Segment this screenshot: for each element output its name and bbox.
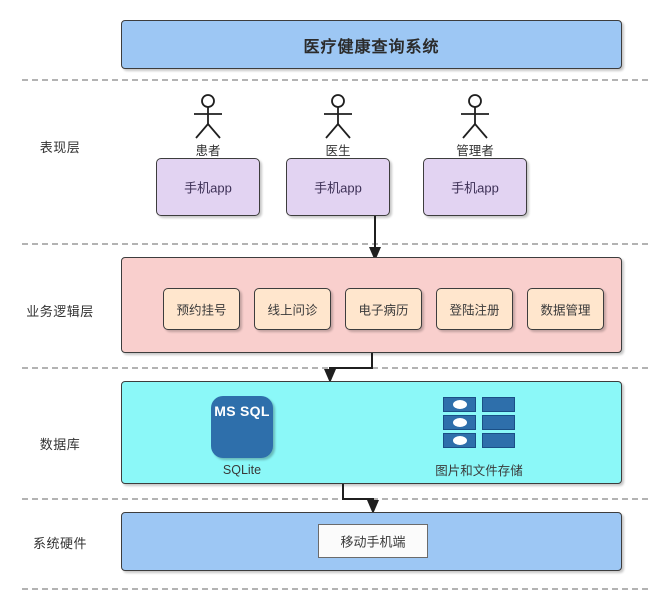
- layer-label-hardware: 系统硬件: [32, 536, 87, 551]
- module-label: 预约挂号: [176, 303, 227, 318]
- storage-cell: [443, 415, 476, 430]
- database-file-storage-caption: 图片和文件存储: [435, 464, 523, 478]
- mobile-terminal-box[interactable]: 移动手机端: [318, 524, 428, 558]
- module-login-register[interactable]: 登陆注册: [436, 288, 513, 330]
- app-box-doctor[interactable]: 手机app: [286, 158, 390, 216]
- actor-administrator: 管理者: [445, 94, 505, 158]
- storage-cell: [443, 397, 476, 412]
- module-data-management[interactable]: 数据管理: [527, 288, 604, 330]
- app-box-patient[interactable]: 手机app: [156, 158, 260, 216]
- actor-stick-figure-icon: [194, 94, 222, 139]
- layer-divider-1: [22, 79, 648, 81]
- storage-disc-icon: [453, 418, 467, 427]
- actor-stick-figure-icon: [324, 94, 352, 139]
- module-online-consultation[interactable]: 线上问诊: [254, 288, 331, 330]
- layer-label-business-logic: 业务逻辑层: [26, 304, 94, 319]
- module-electronic-medical-record[interactable]: 电子病历: [345, 288, 422, 330]
- system-title-box: 医疗健康查询系统: [121, 20, 622, 69]
- hardware-band: [121, 512, 622, 571]
- module-label: 电子病历: [358, 303, 409, 318]
- actor-patient: 患者: [178, 94, 238, 158]
- app-box-label: 手机app: [451, 180, 499, 196]
- connector-business-to-database: [324, 353, 373, 383]
- actor-stick-figure-icon: [461, 94, 489, 139]
- app-box-label: 手机app: [184, 180, 232, 196]
- actor-label: 管理者: [456, 144, 494, 158]
- ms-sql-icon: MS SQL: [211, 396, 273, 458]
- actor-label: 医生: [325, 144, 351, 158]
- actor-doctor: 医生: [308, 94, 368, 158]
- page-title: 医疗健康查询系统: [303, 38, 440, 56]
- module-label: 线上问诊: [267, 303, 318, 318]
- app-box-administrator[interactable]: 手机app: [423, 158, 527, 216]
- layer-label-presentation: 表现层: [39, 140, 81, 155]
- layer-label-database: 数据库: [39, 437, 81, 452]
- mobile-terminal-label: 移动手机端: [340, 534, 406, 550]
- module-label: 登陆注册: [449, 303, 500, 318]
- storage-cell: [443, 433, 476, 448]
- connector-database-to-hardware: [342, 484, 379, 514]
- storage-cell: [482, 415, 515, 430]
- layer-divider-4: [22, 498, 648, 500]
- module-appointment[interactable]: 预约挂号: [163, 288, 240, 330]
- actor-label: 患者: [195, 144, 221, 158]
- app-box-label: 手机app: [314, 180, 362, 196]
- database-band: [121, 381, 622, 484]
- layer-divider-2: [22, 243, 648, 245]
- database-sqlite-caption: SQLite: [222, 463, 262, 477]
- storage-disc-icon: [453, 436, 467, 445]
- storage-cell: [482, 397, 515, 412]
- connector-app-to-business: [369, 216, 381, 261]
- ms-sql-icon-text: MS SQL: [214, 403, 270, 419]
- module-label: 数据管理: [540, 303, 591, 318]
- file-storage-icon: [443, 397, 515, 449]
- storage-disc-icon: [453, 400, 467, 409]
- layer-divider-5: [22, 588, 648, 590]
- storage-cell: [482, 433, 515, 448]
